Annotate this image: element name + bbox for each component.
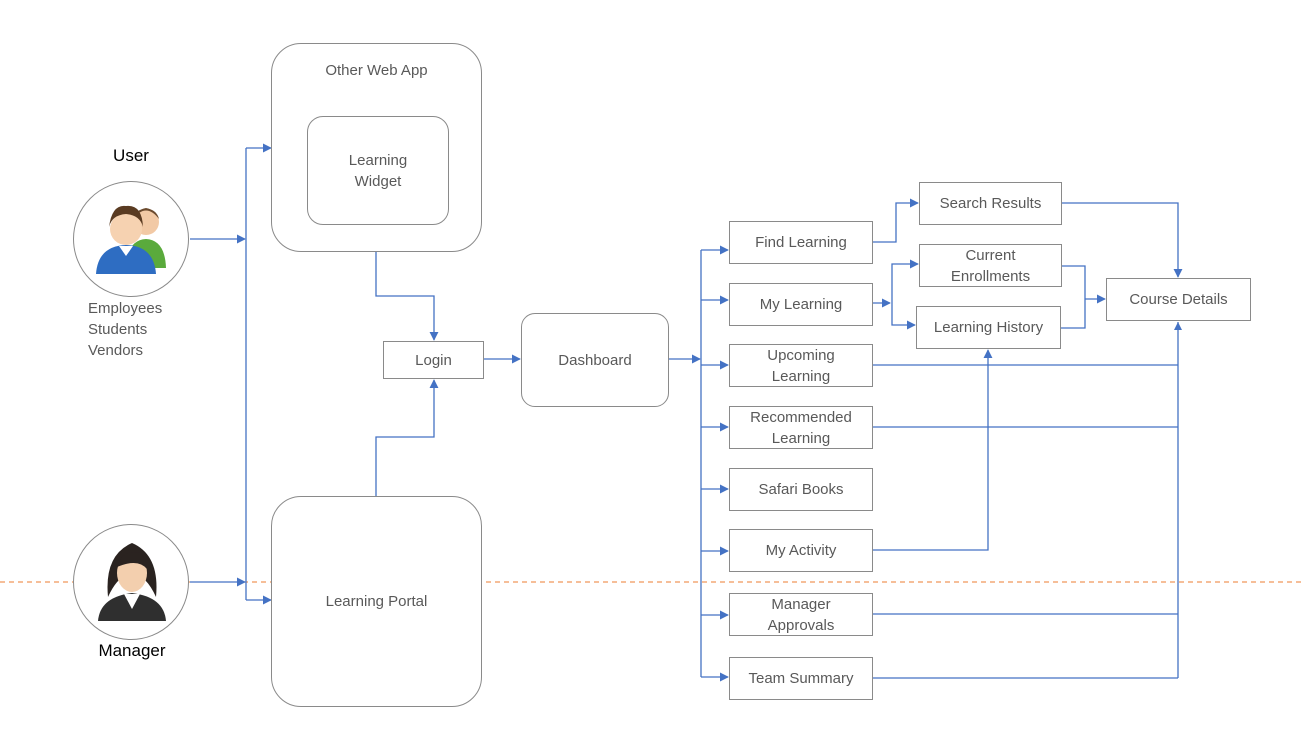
connector-search-to-course — [1062, 202, 1183, 278]
users-group-icon — [96, 205, 166, 274]
current-enrollments-node[interactable]: Current Enrollments — [919, 244, 1062, 287]
manager-avatar-circle — [73, 524, 189, 640]
my-activity-node[interactable]: My Activity — [729, 529, 873, 572]
connector-portal-to-login — [375, 379, 439, 496]
other-web-app-label: Other Web App — [325, 62, 428, 79]
team-summary-node[interactable]: Team Summary — [729, 657, 873, 700]
manager-person-icon — [98, 543, 166, 621]
learning-portal-container[interactable]: Learning Portal — [271, 496, 482, 707]
learning-history-node[interactable]: Learning History — [916, 306, 1061, 349]
connector-activity-to-history — [873, 349, 993, 551]
upcoming-learning-node[interactable]: Upcoming Learning — [729, 344, 873, 387]
connector-to-learning-history — [891, 303, 916, 330]
connector-find-to-search — [873, 198, 919, 243]
user-avatar-circle — [73, 181, 189, 297]
dashboard-node[interactable]: Dashboard — [521, 313, 669, 407]
connector-history-to-course — [1061, 299, 1086, 329]
connector-to-current-enrollments — [891, 259, 919, 303]
login-node[interactable]: Login — [383, 341, 484, 379]
user-title: User — [113, 146, 149, 165]
learning-widget-node[interactable]: Learning Widget — [307, 116, 449, 225]
recommended-learning-node[interactable]: Recommended Learning — [729, 406, 873, 449]
course-details-node[interactable]: Course Details — [1106, 278, 1251, 321]
find-learning-node[interactable]: Find Learning — [729, 221, 873, 264]
manager-approvals-node[interactable]: Manager Approvals — [729, 593, 873, 636]
search-results-node[interactable]: Search Results — [919, 182, 1062, 225]
user-types-list: Employees Students Vendors — [88, 300, 163, 359]
manager-title: Manager — [98, 641, 166, 660]
safari-books-node[interactable]: Safari Books — [729, 468, 873, 511]
connector-course-bus-arrowhead — [1174, 322, 1182, 330]
connector-webapp-to-login — [375, 252, 439, 341]
my-learning-node[interactable]: My Learning — [729, 283, 873, 326]
connector-enrollments-to-course — [1062, 265, 1086, 299]
